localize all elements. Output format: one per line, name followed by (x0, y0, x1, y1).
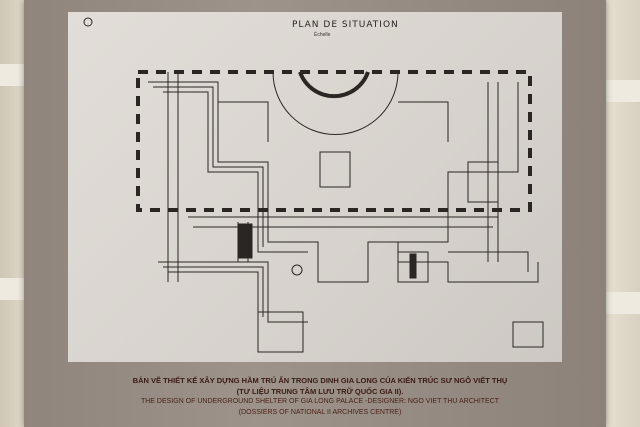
rotunda (272, 71, 399, 135)
wall-rail (0, 278, 30, 300)
wall-rail (600, 292, 640, 314)
caption-english-line2: (DOSSIERS OF NATIONAL II ARCHIVES CENTRE… (238, 409, 402, 416)
caption-vietnamese-line2: (TƯ LIỆU TRUNG TÂM LƯU TRỮ QUỐC GIA II). (236, 387, 404, 396)
plan-mark (83, 17, 93, 27)
caption-vietnamese-line1: BẢN VẼ THIẾT KẾ XÂY DỰNG HẦM TRÚ ẨN TRON… (132, 376, 508, 385)
outer-wall (136, 70, 532, 212)
blueprint: PLAN DE SITUATION Échelle (68, 12, 562, 362)
caption-english-line1: THE DESIGN OF UNDERGROUND SHELTER OF GIA… (140, 398, 500, 405)
wall-rail (0, 64, 30, 86)
wall-rail (600, 80, 640, 102)
wall-right (600, 0, 640, 427)
floor-plan-drawing (83, 17, 544, 353)
plan-scale: Échelle (314, 32, 331, 38)
plan-title: PLAN DE SITUATION (292, 20, 399, 30)
